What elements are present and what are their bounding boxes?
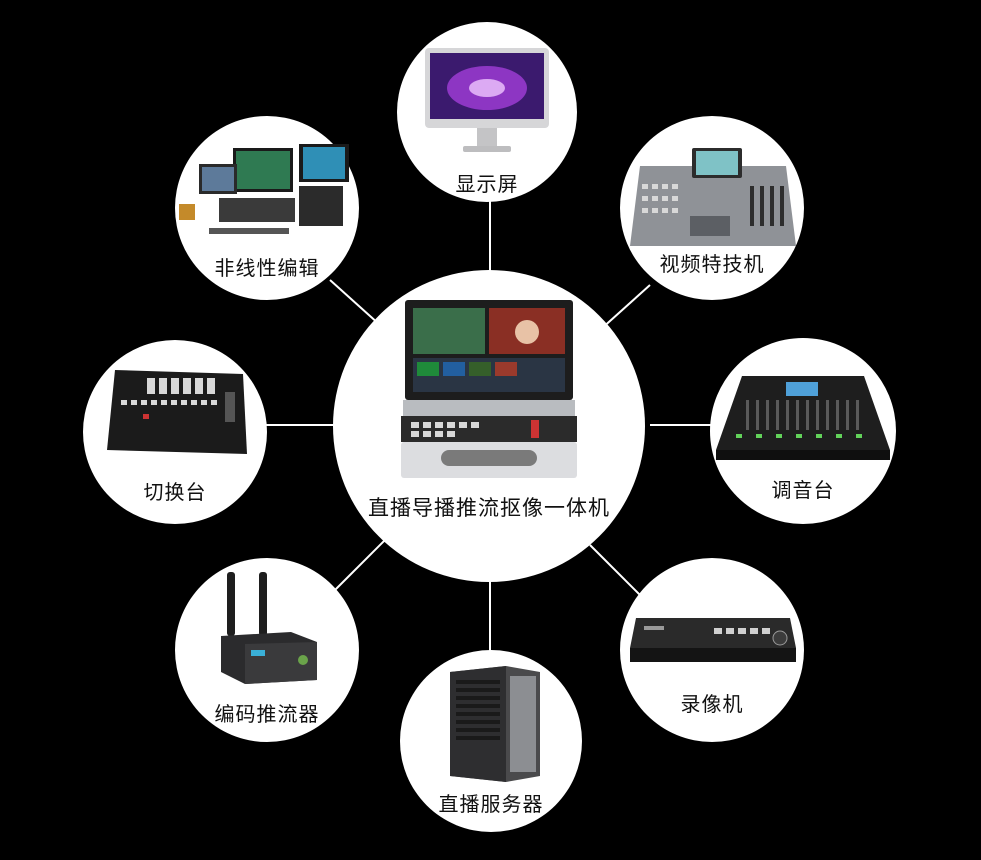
center-node: 直播导播推流抠像一体机 — [333, 270, 645, 582]
video-effects-switcher-icon — [630, 148, 796, 246]
display-label: 显示屏 — [455, 172, 519, 196]
audio-mixer-icon — [716, 376, 890, 460]
server-tower-icon — [450, 666, 540, 782]
encoder-label: 编码推流器 — [214, 702, 320, 726]
node-switcher: 视频特技机 — [620, 116, 804, 300]
node-recorder: 录像机 — [620, 558, 804, 742]
monitor-icon — [425, 48, 549, 152]
switcher-console-icon — [107, 370, 247, 454]
node-server: 直播服务器 — [400, 650, 582, 832]
switcher-label: 视频特技机 — [659, 252, 765, 276]
node-mixer: 调音台 — [710, 338, 896, 524]
nonlinear-editing-workstation-icon — [179, 144, 349, 234]
center-label: 直播导播推流抠像一体机 — [368, 496, 610, 520]
server-label: 直播服务器 — [438, 792, 544, 816]
all-in-one-broadcast-station-icon — [401, 300, 577, 478]
video-recorder-icon — [630, 618, 796, 662]
connector-recorder — [589, 544, 641, 596]
node-cutter: 切换台 — [83, 340, 267, 524]
recorder-label: 录像机 — [680, 692, 744, 716]
connector-encoder — [334, 539, 386, 591]
node-display: 显示屏 — [397, 22, 577, 202]
node-encoder: 编码推流器 — [175, 558, 359, 742]
stream-encoder-icon — [221, 572, 317, 684]
mixer-label: 调音台 — [771, 478, 835, 502]
cutter-label: 切换台 — [143, 480, 207, 504]
connector-editing — [329, 279, 381, 326]
editing-label: 非线性编辑 — [214, 256, 320, 280]
node-editing: 非线性编辑 — [175, 116, 359, 300]
connector-switcher — [599, 284, 651, 331]
